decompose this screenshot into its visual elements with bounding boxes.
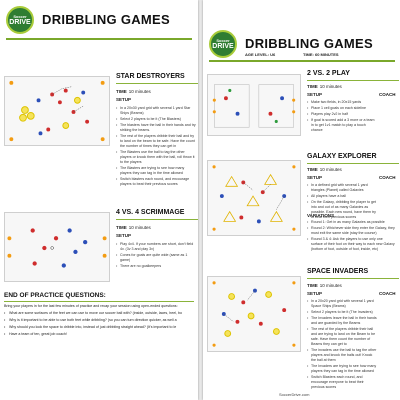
list-item: In a 20x20 yard grid with several 1 yard… — [307, 299, 377, 309]
setup-label: SETUP — [116, 97, 132, 102]
list-item: The rest of the players dribble their ba… — [307, 327, 377, 347]
soccer-drive-logo: Soccer DRIVE — [6, 6, 34, 34]
list-item: The invaders use the ball to tag the oth… — [307, 348, 377, 363]
list-item: Round 3 & 4: Ask the players to use only… — [307, 237, 395, 252]
list-item: The Blasters are trying to see how many … — [116, 166, 196, 176]
list-item: There are no goalkeepers — [116, 264, 196, 269]
setup-list-star-destroyers: In a 20x30 yard grid with several 1 yard… — [116, 106, 196, 188]
section-divider — [307, 80, 399, 81]
ball — [50, 246, 54, 250]
page-title: DRIBBLING GAMES — [245, 36, 373, 51]
section-title-space-invaders: SPACE INVADERS — [307, 268, 369, 275]
coach-label: COACH — [379, 92, 396, 97]
section-title-scrimmage: 4 VS. 4 SCRIMMAGE — [116, 209, 185, 216]
end-questions-list: What are some surfaces of the feet we ca… — [4, 310, 194, 338]
setup-list-scrimmage: Play 4v4. If your numbers are short, don… — [116, 242, 196, 270]
diagram-galaxy-explorer — [207, 160, 301, 236]
end-questions-intro: Bring your players in for the last few m… — [4, 304, 178, 308]
diagram-star-destroyers — [4, 76, 110, 146]
setup-list-space-invaders: In a 20x20 yard grid with several 1 yard… — [307, 299, 377, 391]
time-label: TIME — [307, 84, 318, 89]
setup-label: SETUP — [307, 92, 323, 97]
field-cones — [9, 80, 105, 142]
section-title-end-questions: END OF PRACTICE QUESTIONS: — [4, 292, 106, 299]
setup-label: SETUP — [116, 233, 132, 238]
diagram-2v2 — [207, 74, 301, 136]
list-item: If goal is scored add a 3 more or a team… — [307, 118, 377, 133]
section-title-galaxy-explorer: GALAXY EXPLORER — [307, 153, 377, 160]
list-item: Cones for goals are quite wide (same as … — [116, 253, 196, 263]
section-divider — [307, 278, 399, 279]
section-divider — [116, 219, 198, 220]
list-item: Make two fields, in 20x15 yards — [307, 100, 377, 105]
section-divider — [4, 301, 194, 302]
total-time: TIME: 60 MINUTES — [303, 52, 339, 57]
section-title-star-destroyers: STAR DESTROYERS — [116, 73, 185, 80]
diagram-scrimmage — [4, 212, 110, 282]
time-value: 10 minutes — [319, 283, 342, 288]
time-label: TIME — [307, 283, 318, 288]
time-value: 10 minutes — [128, 225, 151, 230]
coach-label: COACH — [379, 175, 396, 180]
left-page: Soccer DRIVE DRIBBLING GAMES STAR DESTRO… — [0, 0, 198, 400]
list-item: Have a team of ten, great job coach! — [4, 331, 194, 338]
coach-label: COACH — [379, 291, 396, 296]
list-item: Round 1: Get in as many Galaxies as poss… — [307, 220, 395, 225]
list-item: In a defined grid with several 1 yard tr… — [307, 183, 377, 193]
time-label: TIME — [307, 167, 318, 172]
list-item: Players play 2v2 in half — [307, 112, 377, 117]
soccer-drive-logo: Soccer DRIVE — [209, 30, 237, 58]
players-blue — [61, 228, 88, 268]
list-item: Select 2 players to be it (The Invaders) — [307, 310, 377, 315]
list-item: Select 2 players to be it (The Blasters) — [116, 117, 196, 122]
variations-list: Round 1: Get in as many Galaxies as poss… — [307, 220, 395, 253]
time-label: TIME — [116, 89, 127, 94]
list-item: Switch blasters each round, and encourag… — [116, 177, 196, 187]
list-item: All players have a ball — [307, 194, 377, 199]
list-item: The Blasters use the ball to tag the oth… — [116, 150, 196, 165]
list-item: The Invaders leave the ball in their han… — [307, 316, 377, 326]
list-item: What are some surfaces of the feet we ca… — [4, 310, 194, 317]
goal-cones — [7, 236, 107, 258]
list-item: Switch Blasters each round, and encourag… — [307, 375, 377, 390]
players-red — [46, 88, 90, 132]
list-item: Why is it important to be able to use bo… — [4, 317, 194, 324]
setup-list-2v2: Make two fields, in 20x15 yards Place 1 … — [307, 100, 377, 134]
right-page: Soccer DRIVE DRIBBLING GAMES AGE LEVEL: … — [203, 0, 400, 400]
players-red — [30, 228, 59, 266]
diagram-space-invaders — [207, 276, 301, 352]
age-level: AGE LEVEL: U6 — [245, 52, 276, 57]
page-title: DRIBBLING GAMES — [42, 12, 170, 27]
section-title-2v2: 2 VS. 2 PLAY — [307, 70, 350, 77]
header-divider — [209, 60, 395, 62]
list-item: Why should you look the space to dribble… — [4, 324, 194, 331]
setup-label: SETUP — [307, 291, 323, 296]
setup-label: SETUP — [307, 175, 323, 180]
time-value: 10 minutes — [128, 89, 151, 94]
list-item: The rest of the players dribble their ba… — [116, 134, 196, 149]
list-item: Play 4v4. If your numbers are short, don… — [116, 242, 196, 252]
section-divider — [307, 163, 399, 164]
list-item: On the Galaxy, dribbling the player to g… — [307, 200, 377, 220]
footer-url: SoccerDrive.com — [279, 392, 310, 397]
list-item: In a 20x30 yard grid with several 1 yard… — [116, 106, 196, 116]
time-label: TIME — [116, 225, 127, 230]
list-item: The Invaders are trying to see how many … — [307, 364, 377, 374]
list-item: Round 2: Whichever side they enter the G… — [307, 226, 395, 236]
players-blue — [36, 90, 86, 136]
section-divider — [116, 83, 198, 84]
variations-label: VARIATIONS — [307, 213, 335, 218]
time-value: 10 minutes — [319, 84, 342, 89]
star-ship-beams — [19, 96, 81, 129]
list-item: Place 1 cell goals on each sideline — [307, 106, 377, 111]
setup-list-galaxy: In a defined grid with several 1 yard tr… — [307, 183, 377, 221]
time-value: 10 minutes — [319, 167, 342, 172]
list-item: The blasters have the ball in their hand… — [116, 123, 196, 133]
header-divider — [6, 38, 192, 40]
